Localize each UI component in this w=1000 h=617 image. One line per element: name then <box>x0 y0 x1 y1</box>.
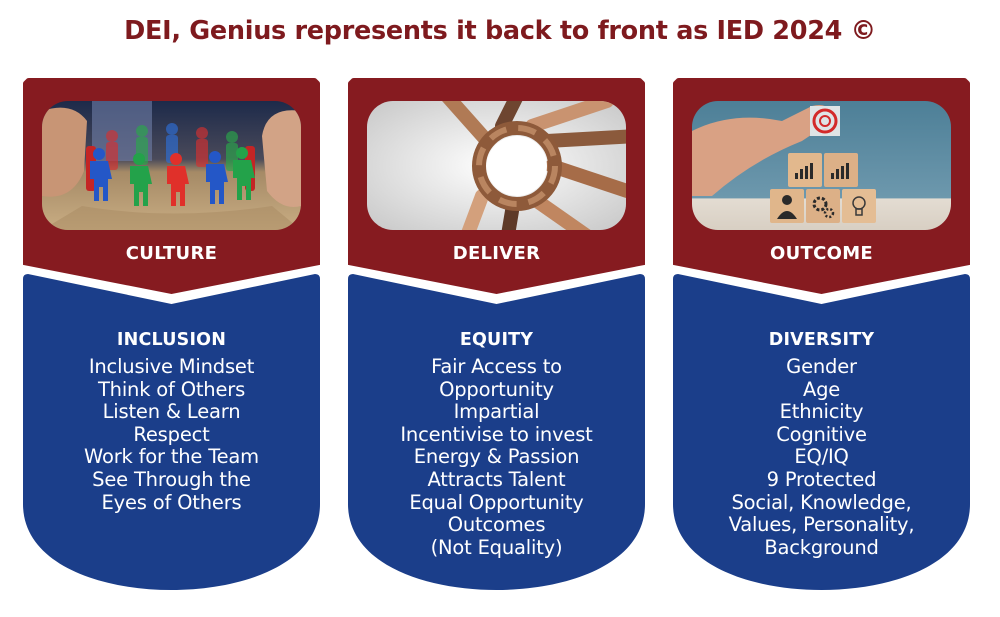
list-item: Impartial <box>453 400 540 424</box>
culture-header-card: CULTURE <box>23 78 320 294</box>
list-item: Age <box>802 377 841 401</box>
column-outcome: OUTCOME DIVERSITY Gender Age Ethnicity C… <box>673 78 970 593</box>
outcome-header-card: OUTCOME <box>673 78 970 294</box>
equity-heading: EQUITY <box>459 330 534 350</box>
list-item: Background <box>764 535 879 559</box>
list-item: Eyes of Others <box>101 490 242 514</box>
list-item: Values, Personality, <box>728 513 915 537</box>
colorful-figures-image <box>42 101 301 230</box>
list-item: Incentivise to invest <box>400 422 593 446</box>
list-item: 9 Protected <box>766 467 877 491</box>
circle-of-hands-image <box>367 101 626 230</box>
list-item: See Through the <box>92 467 251 491</box>
deliver-label: DELIVER <box>452 243 541 264</box>
column-deliver: DELIVER EQUITY Fair Access to Opportunit… <box>348 78 645 593</box>
diversity-card: DIVERSITY Gender Age Ethnicity Cognitive… <box>673 274 970 590</box>
inclusion-heading: INCLUSION <box>116 330 227 350</box>
list-item: Think of Others <box>97 377 246 401</box>
list-item: Attracts Talent <box>427 467 566 491</box>
list-item: Equal Opportunity <box>409 490 584 514</box>
list-item: Listen & Learn <box>102 400 241 424</box>
list-item: Inclusive Mindset <box>88 355 255 378</box>
list-item: EQ/IQ <box>794 445 849 469</box>
list-item: (Not Equality) <box>430 535 563 559</box>
equity-card: EQUITY Fair Access to Opportunity Impart… <box>348 274 645 590</box>
diversity-heading: DIVERSITY <box>768 330 875 350</box>
list-item: Fair Access to <box>431 355 562 378</box>
list-item: Energy & Passion <box>413 445 580 469</box>
list-item: Outcomes <box>447 513 546 537</box>
list-item: Social, Knowledge, <box>731 490 912 514</box>
culture-label: CULTURE <box>125 243 218 264</box>
column-culture: CULTURE INCLUSION Inclusive Mindset Thin… <box>23 78 320 593</box>
list-item: Respect <box>133 422 210 446</box>
list-item: Ethnicity <box>779 400 864 424</box>
inclusion-card: INCLUSION Inclusive Mindset Think of Oth… <box>23 274 320 590</box>
list-item: Gender <box>786 355 857 378</box>
deliver-header-card: DELIVER <box>348 78 645 294</box>
wooden-blocks-image <box>692 101 951 230</box>
page-title: DEI, Genius represents it back to front … <box>124 16 876 46</box>
list-item: Cognitive <box>776 422 867 446</box>
list-item: Opportunity <box>439 377 554 401</box>
outcome-label: OUTCOME <box>769 243 874 264</box>
list-item: Work for the Team <box>84 445 259 469</box>
